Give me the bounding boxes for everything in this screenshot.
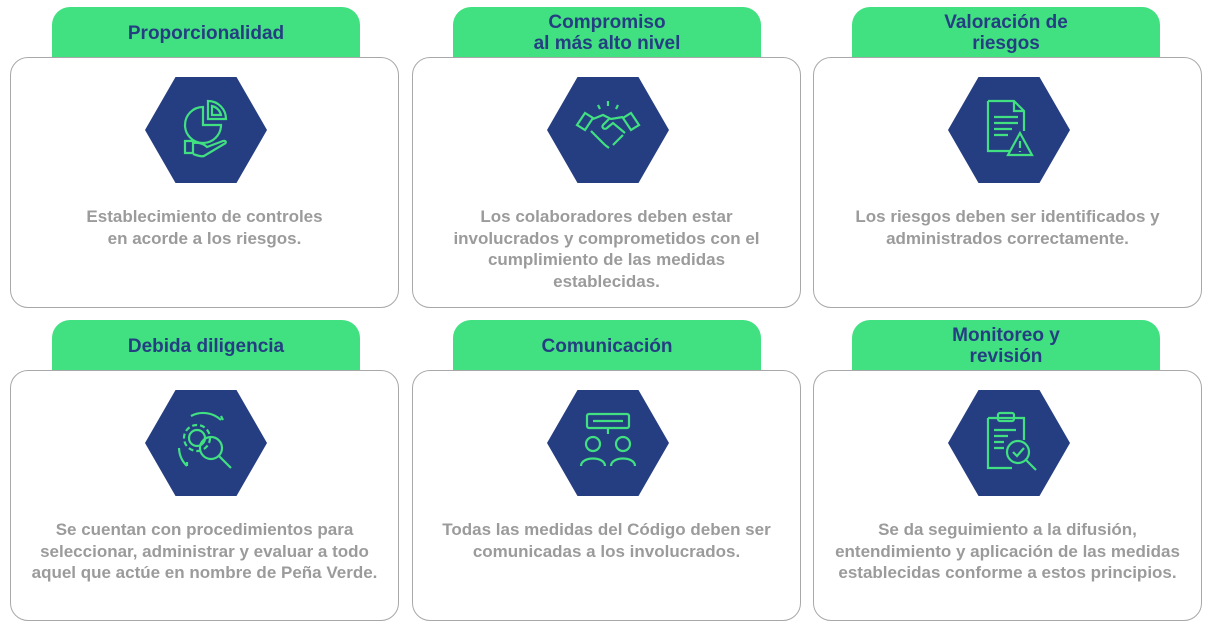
principle-description: Se da seguimiento a la difusión, entendi… — [835, 520, 1180, 582]
principle-description: Se cuentan con procedimientos para selec… — [31, 520, 378, 582]
principle-title-monitoreo: Monitoreo y revisión — [852, 320, 1160, 372]
principle-title-debida-diligencia: Debida diligencia — [52, 320, 360, 372]
principle-card-monitoreo: Se da seguimiento a la difusión, entendi… — [813, 370, 1202, 621]
pie-chart-hand-icon — [183, 99, 228, 158]
principle-title-valoracion: Valoración de riesgos — [852, 7, 1160, 59]
hexagon-badge — [145, 390, 267, 496]
gear-magnifier-icon — [177, 411, 232, 469]
principle-card-proporcionalidad: Establecimiento de controles en acorde a… — [10, 57, 399, 308]
principle-card-compromiso: Los colaboradores deben estar involucrad… — [412, 57, 801, 308]
principle-title-proporcionalidad: Proporcionalidad — [52, 7, 360, 59]
principle-card-comunicacion: Todas las medidas del Código deben ser c… — [412, 370, 801, 621]
hexagon-badge — [547, 77, 669, 183]
hexagon-badge — [948, 77, 1070, 183]
hexagon-badge — [547, 390, 669, 496]
hexagon-badge — [948, 390, 1070, 496]
document-warning-icon — [986, 99, 1034, 157]
principle-description: Los riesgos deben ser identificados y ad… — [855, 207, 1160, 248]
handshake-icon — [575, 101, 641, 149]
principle-description: Todas las medidas del Código deben ser c… — [442, 520, 771, 561]
principle-title-comunicacion: Comunicación — [453, 320, 761, 372]
principle-card-valoracion: Los riesgos deben ser identificados y ad… — [813, 57, 1202, 308]
principle-description: Los colaboradores deben estar involucrad… — [453, 207, 760, 291]
principle-card-debida-diligencia: Se cuentan con procedimientos para selec… — [10, 370, 399, 621]
hexagon-badge — [145, 77, 267, 183]
principle-title-compromiso: Compromiso al más alto nivel — [453, 7, 761, 59]
people-message-icon — [579, 412, 637, 467]
clipboard-check-icon — [986, 411, 1037, 471]
principle-description: Establecimiento de controles en acorde a… — [86, 207, 323, 248]
